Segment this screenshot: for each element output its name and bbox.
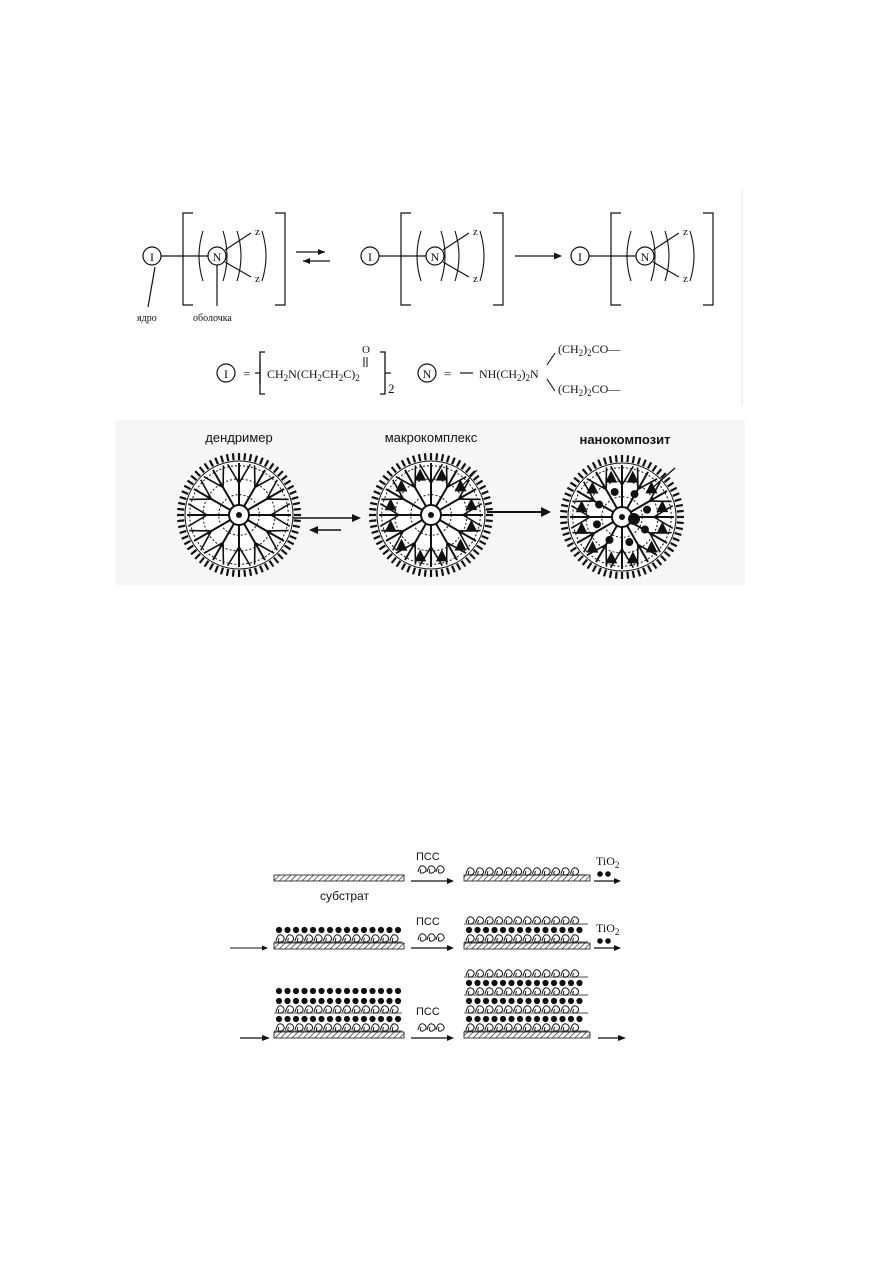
row-2: ПСС TiO2	[230, 916, 621, 951]
svg-text:CH2N(CH2CH2C)2: CH2N(CH2CH2C)2	[267, 367, 360, 383]
core-formula: I = CH2N(CH2CH2C)2 O 2	[216, 344, 395, 396]
nanocomposite-scheme-svg: дендример макрокомплекс нанокомпозит	[115, 420, 745, 585]
label-dendrimer: дендример	[205, 430, 272, 445]
shell-symbol-2: N	[431, 250, 440, 264]
svg-text:2: 2	[388, 381, 395, 396]
outer-bracket-right-1	[275, 212, 286, 306]
layer-by-layer-scheme: субстрат ПСС TiO2 ПСС TiO2 ПСС	[230, 845, 650, 1050]
svg-text:=: =	[444, 366, 451, 381]
dendrimer-unit-3: I N z z	[570, 212, 714, 306]
svg-text:I: I	[224, 367, 228, 381]
nanocomposite-ball	[560, 455, 684, 579]
outer-bracket-left-1	[182, 212, 193, 306]
core-symbol-3: I	[578, 250, 582, 264]
dendrimer-structure-scheme: I N z z ядро оболочка I	[115, 185, 745, 410]
shell-symbol-1: N	[213, 250, 222, 264]
layer-stack-2a	[274, 926, 402, 943]
svg-text:N: N	[423, 367, 432, 381]
branch-z-top-2: z	[473, 226, 478, 238]
dendrimer-ball	[177, 453, 301, 577]
svg-text:(CH2)2CO—: (CH2)2CO—	[558, 382, 621, 398]
row-3: ПСС	[240, 969, 626, 1041]
pss-coil-icon	[417, 933, 445, 942]
label-pss-1: ПСС	[416, 851, 440, 863]
reaction-arrow-2	[487, 507, 551, 517]
svg-text:NH(CH2)2N: NH(CH2)2N	[479, 367, 539, 383]
layer-stack-2b	[464, 916, 588, 943]
layer-stack-3a	[274, 987, 402, 1032]
label-pss-2: ПСС	[416, 916, 440, 928]
layer-scheme-svg: субстрат ПСС TiO2 ПСС TiO2 ПСС	[230, 851, 626, 1041]
core-label: ядро	[137, 313, 157, 324]
dendrimer-nanocomposite-scheme: дендример макрокомплекс нанокомпозит	[115, 420, 745, 585]
branch-z-top-3: z	[683, 226, 688, 238]
reaction-arrow-1	[515, 252, 562, 260]
branch-z-bottom-1: z	[255, 273, 260, 285]
macrocomplex-ball	[369, 453, 493, 577]
svg-text:=: =	[243, 366, 250, 381]
dendrimer-unit-2: I N z z	[360, 212, 504, 306]
core-symbol-1: I	[150, 250, 154, 264]
label-tio2-2: TiO2	[596, 921, 619, 937]
dendrimer-unit-1: I N z z ядро оболочка	[137, 212, 286, 324]
branch-z-top-1: z	[255, 226, 260, 238]
dendrimer-structure-svg: I N z z ядро оболочка I	[137, 190, 743, 405]
equilibrium-arrows-2	[293, 514, 361, 534]
row-1: субстрат ПСС TiO2	[273, 851, 621, 903]
label-tio2-1: TiO2	[596, 854, 619, 870]
pss-coil-icon	[417, 865, 445, 874]
shell-symbol-3: N	[641, 250, 650, 264]
branch-z-bottom-3: z	[683, 273, 688, 285]
pss-layer	[464, 867, 588, 876]
branch-z-bottom-2: z	[473, 273, 478, 285]
shell-formula: N = NH(CH2)2N (CH2)2CO— (CH2)2CO—	[417, 342, 621, 398]
substrate-bar-1	[273, 874, 405, 882]
pointer-line-macrocomplex	[459, 469, 478, 489]
shell-label: оболочка	[193, 313, 232, 324]
pss-coil-icon	[417, 1023, 445, 1032]
equilibrium-arrows-1	[296, 249, 330, 264]
svg-text:(CH2)2CO—: (CH2)2CO—	[558, 342, 621, 358]
pointer-line-nanocomposite	[649, 467, 676, 491]
core-symbol-2: I	[368, 250, 372, 264]
svg-text:O: O	[362, 344, 370, 356]
layer-stack-3b	[464, 969, 588, 1032]
label-nanocomposite: нанокомпозит	[579, 432, 670, 447]
label-substrate: субстрат	[320, 889, 369, 903]
label-pss-3: ПСС	[416, 1006, 440, 1018]
label-macrocomplex: макрокомплекс	[385, 430, 478, 445]
